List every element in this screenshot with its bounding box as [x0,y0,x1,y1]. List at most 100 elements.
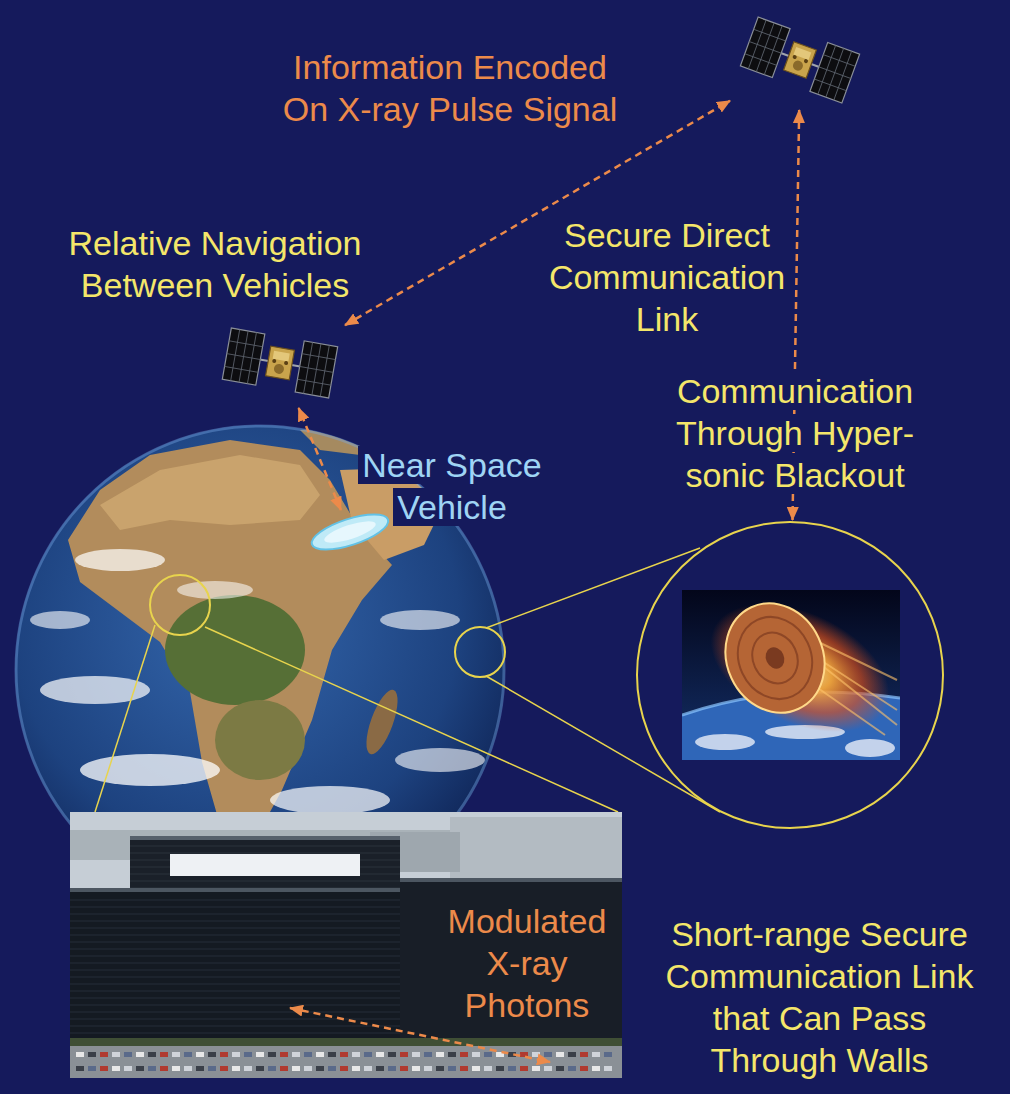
car [112,1066,120,1071]
car [208,1052,216,1057]
car [328,1052,336,1057]
car [184,1066,192,1071]
car [124,1052,132,1057]
text-block: Communication Through Hyper- sonic Black… [667,370,923,496]
car [316,1052,324,1057]
car [148,1052,156,1057]
car [484,1052,492,1057]
car [196,1052,204,1057]
car [424,1066,432,1071]
car [388,1052,396,1057]
car [340,1052,348,1057]
car [172,1066,180,1071]
car [556,1052,564,1057]
car [244,1066,252,1071]
car [316,1066,324,1071]
satellite-detail [803,59,808,64]
window-band [70,928,400,929]
car [580,1052,588,1057]
car [532,1066,540,1071]
window-band [70,970,400,971]
window-band [130,853,400,854]
car [604,1052,612,1057]
text-block: Relative Navigation Between Vehicles [60,222,370,306]
node-shape [730,10,870,110]
caption-text: Near Space Vehicle [358,446,546,526]
window-band [70,1012,400,1013]
glass-building [400,882,622,1042]
window-band [130,846,400,847]
cloud [75,549,165,571]
car [472,1066,480,1071]
car [508,1066,516,1071]
window-band [70,963,400,964]
car [460,1066,468,1071]
car [592,1066,600,1071]
car [400,1066,408,1071]
sahara-land [100,455,320,530]
solar-panel [810,42,860,102]
panel-grid [225,366,258,372]
car [100,1052,108,1057]
panel-grid [823,55,855,67]
car [220,1052,228,1057]
caption-text: Relative Navigation Between Vehicles [65,224,366,304]
car [208,1066,216,1071]
car [124,1066,132,1071]
car [436,1052,444,1057]
africa-land [68,440,392,845]
car [568,1066,576,1071]
car [460,1052,468,1057]
window-band [70,935,400,936]
window-band [70,949,400,950]
near-space-vehicle: Near Space Vehicle [302,510,398,554]
satellite-node: Relative Navigation Between Vehicles [215,318,345,408]
window-band [70,956,400,957]
text-block: Secure Direct Communication Link [537,214,797,340]
cloud [695,734,755,750]
solar-panel [740,17,790,77]
heat-shield-ring [725,605,826,712]
satellite-icon [222,328,337,398]
car [76,1052,84,1057]
vehicle-core [322,517,378,547]
window-band [70,1033,400,1034]
text-block: Information Encoded On X-ray Pulse Signa… [272,46,628,130]
panel-grid [754,29,786,41]
building-inset: Modulated X-ray Photons [70,812,622,1078]
window-band [70,900,400,901]
car [256,1052,264,1057]
heat-shield-ring [744,625,806,691]
plasma-streak [815,660,897,725]
zoom-leader-line [95,625,155,812]
node-shape [302,510,398,554]
panel-grid [229,341,262,347]
car [472,1052,480,1057]
car [268,1052,276,1057]
satellite-detail [272,359,277,364]
car [76,1066,84,1071]
window-band [70,991,400,992]
cloud [395,748,485,772]
zoom-leader-line [205,627,618,812]
satellite-detail [792,59,805,72]
cloud [30,611,90,629]
car [232,1066,240,1071]
car [592,1052,600,1057]
satellite-detail [792,54,797,59]
caption-text: Communication Through Hyper- sonic Black… [672,372,918,494]
window-band [70,1005,400,1006]
satellite-icon [740,17,859,103]
window-band [130,881,400,882]
parking-lot [70,1046,622,1078]
solar-panel [222,328,265,385]
window-band [70,977,400,978]
window-band [70,998,400,999]
node-shape [635,520,945,830]
panel-grid [814,79,846,91]
car [136,1052,144,1057]
car [448,1066,456,1071]
cloud [177,581,253,599]
window-band [70,1026,400,1027]
